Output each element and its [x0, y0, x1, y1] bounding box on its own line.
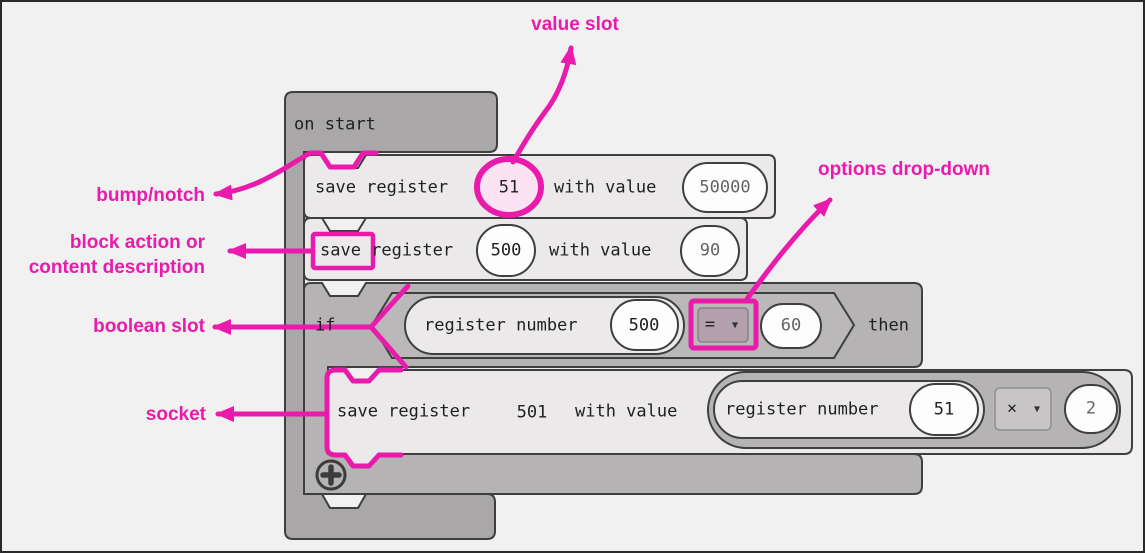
save1-action-label: save register: [315, 177, 449, 198]
save2-value[interactable]: 90: [699, 240, 721, 261]
save1-register-value[interactable]: 51: [498, 177, 520, 198]
multiply-dropdown[interactable]: [994, 387, 1052, 431]
if-keyword-label: if: [315, 315, 336, 336]
save3-action-label: save register: [337, 401, 471, 422]
register-oval-500[interactable]: [476, 224, 536, 277]
options-dropdown-highlight-box: [688, 298, 759, 351]
dropdown-arrow-icon[interactable]: ▼: [1033, 404, 1041, 415]
comparison-value-oval[interactable]: [760, 303, 822, 349]
annotation-block-action: block action or content description: [2, 230, 205, 280]
equals-dropdown[interactable]: [697, 307, 749, 343]
equals-operator[interactable]: =: [704, 314, 716, 335]
annotation-socket: socket: [145, 404, 206, 425]
register-oval-condition[interactable]: [610, 299, 679, 351]
save2-register-value[interactable]: 500: [490, 240, 522, 261]
register-oval-expression[interactable]: [909, 383, 979, 436]
annotation-boolean-slot: boolean slot: [93, 316, 205, 337]
annotation-options-dropdown: options drop-down: [818, 159, 991, 180]
value-oval-50000[interactable]: [682, 162, 768, 213]
annotation-block-action-line1: block action or: [69, 232, 205, 253]
expression-register-label: register number: [725, 399, 879, 420]
value-oval-90[interactable]: [680, 225, 740, 277]
save1-connector-label: with value: [554, 177, 657, 198]
save1-value[interactable]: 50000: [699, 177, 751, 198]
value-slot-arrow: [510, 45, 577, 165]
bump-notch-highlight: [213, 150, 379, 201]
options-dropdown-arrow: [744, 197, 833, 302]
save3-connector-label: with value: [575, 401, 678, 422]
annotation-block-action-line2: content description: [28, 257, 205, 278]
dropdown-arrow-icon[interactable]: ▼: [731, 320, 739, 331]
save2-action-label: save register: [320, 240, 454, 261]
on-start-label: on start: [294, 114, 376, 135]
annotation-value-slot: value slot: [531, 14, 619, 35]
annotation-bump-notch: bump/notch: [96, 185, 205, 206]
save2-connector-label: with value: [549, 240, 652, 261]
save3-register-value[interactable]: 501: [516, 402, 548, 423]
expression-register-value[interactable]: 51: [933, 399, 955, 420]
plus-icon[interactable]: [315, 459, 347, 491]
value-slot-highlight-ring: [474, 156, 544, 218]
expression-value[interactable]: 2: [1085, 398, 1097, 419]
multiply-operator[interactable]: ×: [1006, 398, 1018, 419]
then-label: then: [868, 315, 909, 336]
condition-register-label: register number: [424, 315, 578, 336]
value-oval-2[interactable]: [1064, 384, 1118, 434]
condition-register-value[interactable]: 500: [628, 315, 660, 336]
comparison-value[interactable]: 60: [780, 315, 802, 336]
